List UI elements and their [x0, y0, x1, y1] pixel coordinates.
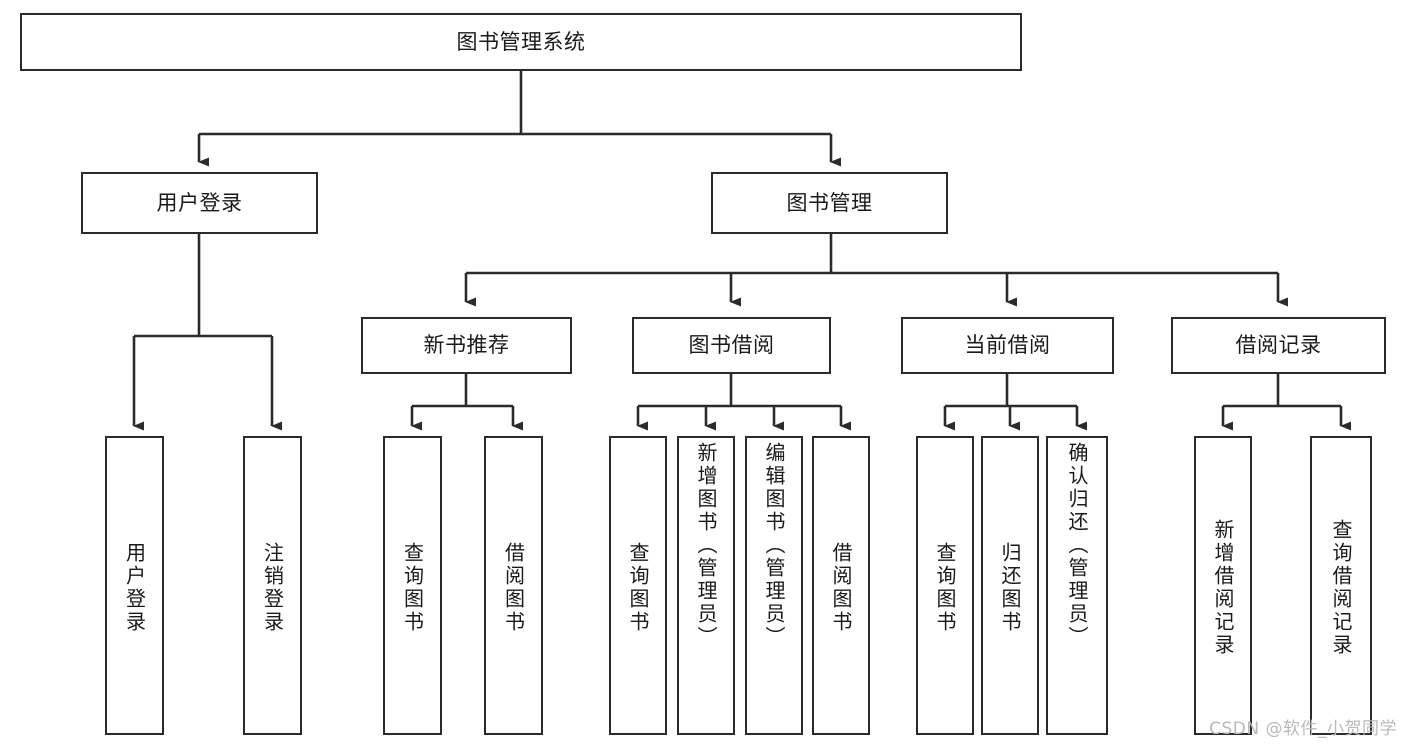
node-leaf-book-borrow-add-label: 新增图书（管理员） — [694, 442, 718, 649]
node-leaf-book-borrow-edit-label: 编辑图书（管理员） — [762, 442, 786, 649]
node-leaf-new-book-query-label: 查询图书 — [400, 541, 425, 634]
node-leaf-user-login-logout-label: 注销登录 — [260, 541, 285, 634]
node-book-management-label: 图书管理 — [786, 190, 873, 215]
node-leaf-user-login-login-label: 用户登录 — [122, 541, 147, 634]
node-borrow-record[interactable]: 借阅记录 — [1171, 317, 1386, 374]
node-user-login[interactable]: 用户登录 — [81, 172, 318, 234]
node-root-label: 图书管理系统 — [456, 29, 586, 54]
node-leaf-book-borrow-borrow[interactable]: 借阅图书 — [812, 436, 870, 735]
node-leaf-borrow-record-add[interactable]: 新增借阅记录 — [1194, 436, 1252, 735]
node-book-management[interactable]: 图书管理 — [711, 172, 948, 234]
node-leaf-new-book-borrow-label: 借阅图书 — [501, 541, 526, 634]
node-leaf-current-borrow-confirm-label: 确认归还（管理员） — [1065, 442, 1089, 649]
node-leaf-current-borrow-return-label: 归还图书 — [998, 541, 1022, 634]
node-current-borrow[interactable]: 当前借阅 — [901, 317, 1114, 374]
node-leaf-current-borrow-query-label: 查询图书 — [933, 541, 957, 634]
node-borrow-record-label: 借阅记录 — [1235, 333, 1322, 358]
node-leaf-borrow-record-query-label: 查询借阅记录 — [1329, 518, 1353, 657]
node-current-borrow-label: 当前借阅 — [964, 333, 1051, 358]
node-leaf-new-book-borrow[interactable]: 借阅图书 — [484, 436, 543, 735]
node-leaf-book-borrow-add[interactable]: 新增图书（管理员） — [677, 436, 735, 735]
node-leaf-user-login-logout[interactable]: 注销登录 — [243, 436, 302, 735]
node-book-borrow[interactable]: 图书借阅 — [632, 317, 831, 374]
node-new-book-recommend[interactable]: 新书推荐 — [361, 317, 572, 374]
node-leaf-current-borrow-return[interactable]: 归还图书 — [981, 436, 1039, 735]
node-leaf-new-book-query[interactable]: 查询图书 — [383, 436, 442, 735]
node-leaf-book-borrow-query-label: 查询图书 — [626, 541, 650, 634]
node-book-borrow-label: 图书借阅 — [688, 333, 775, 358]
node-leaf-book-borrow-edit[interactable]: 编辑图书（管理员） — [745, 436, 803, 735]
node-leaf-borrow-record-add-label: 新增借阅记录 — [1211, 518, 1235, 657]
node-leaf-user-login-login[interactable]: 用户登录 — [105, 436, 164, 735]
node-leaf-borrow-record-query[interactable]: 查询借阅记录 — [1310, 436, 1372, 735]
node-leaf-book-borrow-borrow-label: 借阅图书 — [829, 541, 853, 634]
node-root-book-management-system[interactable]: 图书管理系统 — [20, 13, 1022, 71]
node-leaf-current-borrow-query[interactable]: 查询图书 — [916, 436, 974, 735]
node-leaf-book-borrow-query[interactable]: 查询图书 — [609, 436, 667, 735]
node-user-login-label: 用户登录 — [156, 190, 243, 215]
node-leaf-current-borrow-confirm[interactable]: 确认归还（管理员） — [1046, 436, 1108, 735]
node-new-book-recommend-label: 新书推荐 — [423, 333, 510, 358]
